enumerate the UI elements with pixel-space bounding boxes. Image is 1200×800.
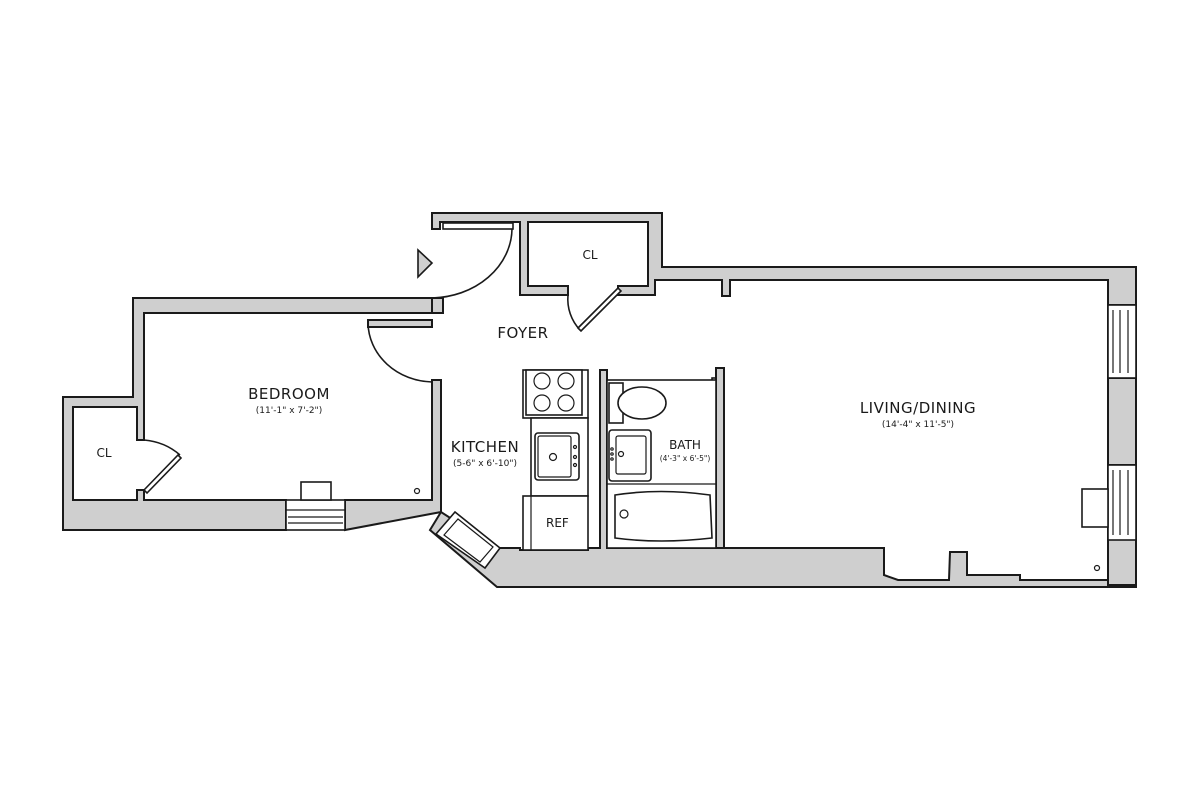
foyer-walls bbox=[431, 212, 1137, 314]
room-label-bedroom: BEDROOM (11'-1" x 7'-2") bbox=[248, 385, 330, 416]
kitchen-sink bbox=[534, 432, 580, 481]
refrigerator: REF bbox=[546, 516, 569, 530]
living-window-top bbox=[1107, 304, 1137, 379]
entry-arrow-icon bbox=[417, 248, 434, 279]
bath-fixtures bbox=[606, 379, 717, 549]
room-label-foyer-closet: CL bbox=[582, 248, 597, 262]
bedroom-walls bbox=[62, 297, 442, 532]
foyer-name: FOYER bbox=[497, 324, 548, 342]
living-dims: (14'-4" x 11'-5") bbox=[882, 420, 954, 430]
room-label-bath: BATH (4'-3" x 6'-5") bbox=[660, 438, 711, 463]
bedroom-closet-name: CL bbox=[96, 446, 111, 460]
entry-door bbox=[431, 222, 514, 299]
bedroom-closet-door bbox=[142, 439, 183, 495]
kitchen-window bbox=[434, 510, 502, 570]
bedroom-window bbox=[285, 499, 346, 531]
foyer-closet-door bbox=[567, 286, 623, 333]
kitchen-dims: (5-6" x 6'-10") bbox=[453, 459, 517, 469]
bath-name: BATH bbox=[669, 438, 701, 452]
room-label-bedroom-closet: CL bbox=[96, 446, 111, 460]
ref-label: REF bbox=[546, 516, 569, 530]
room-label-kitchen: KITCHEN (5-6" x 6'-10") bbox=[451, 438, 520, 469]
living-window-bottom bbox=[1107, 464, 1137, 541]
living-radiator bbox=[1081, 488, 1109, 572]
room-label-living: LIVING/DINING (14'-4" x 11'-5") bbox=[860, 399, 976, 430]
bath-dims: (4'-3" x 6'-5") bbox=[660, 454, 711, 463]
stove bbox=[525, 369, 583, 416]
living-name: LIVING/DINING bbox=[860, 399, 976, 417]
room-label-foyer: FOYER bbox=[497, 324, 548, 342]
foyer-closet-name: CL bbox=[582, 248, 597, 262]
bedroom-radiator bbox=[300, 481, 421, 501]
bedroom-door bbox=[367, 322, 433, 383]
bedroom-name: BEDROOM bbox=[248, 385, 330, 403]
bedroom-dims: (11'-1" x 7'-2") bbox=[256, 406, 322, 416]
kitchen-name: KITCHEN bbox=[451, 438, 520, 456]
